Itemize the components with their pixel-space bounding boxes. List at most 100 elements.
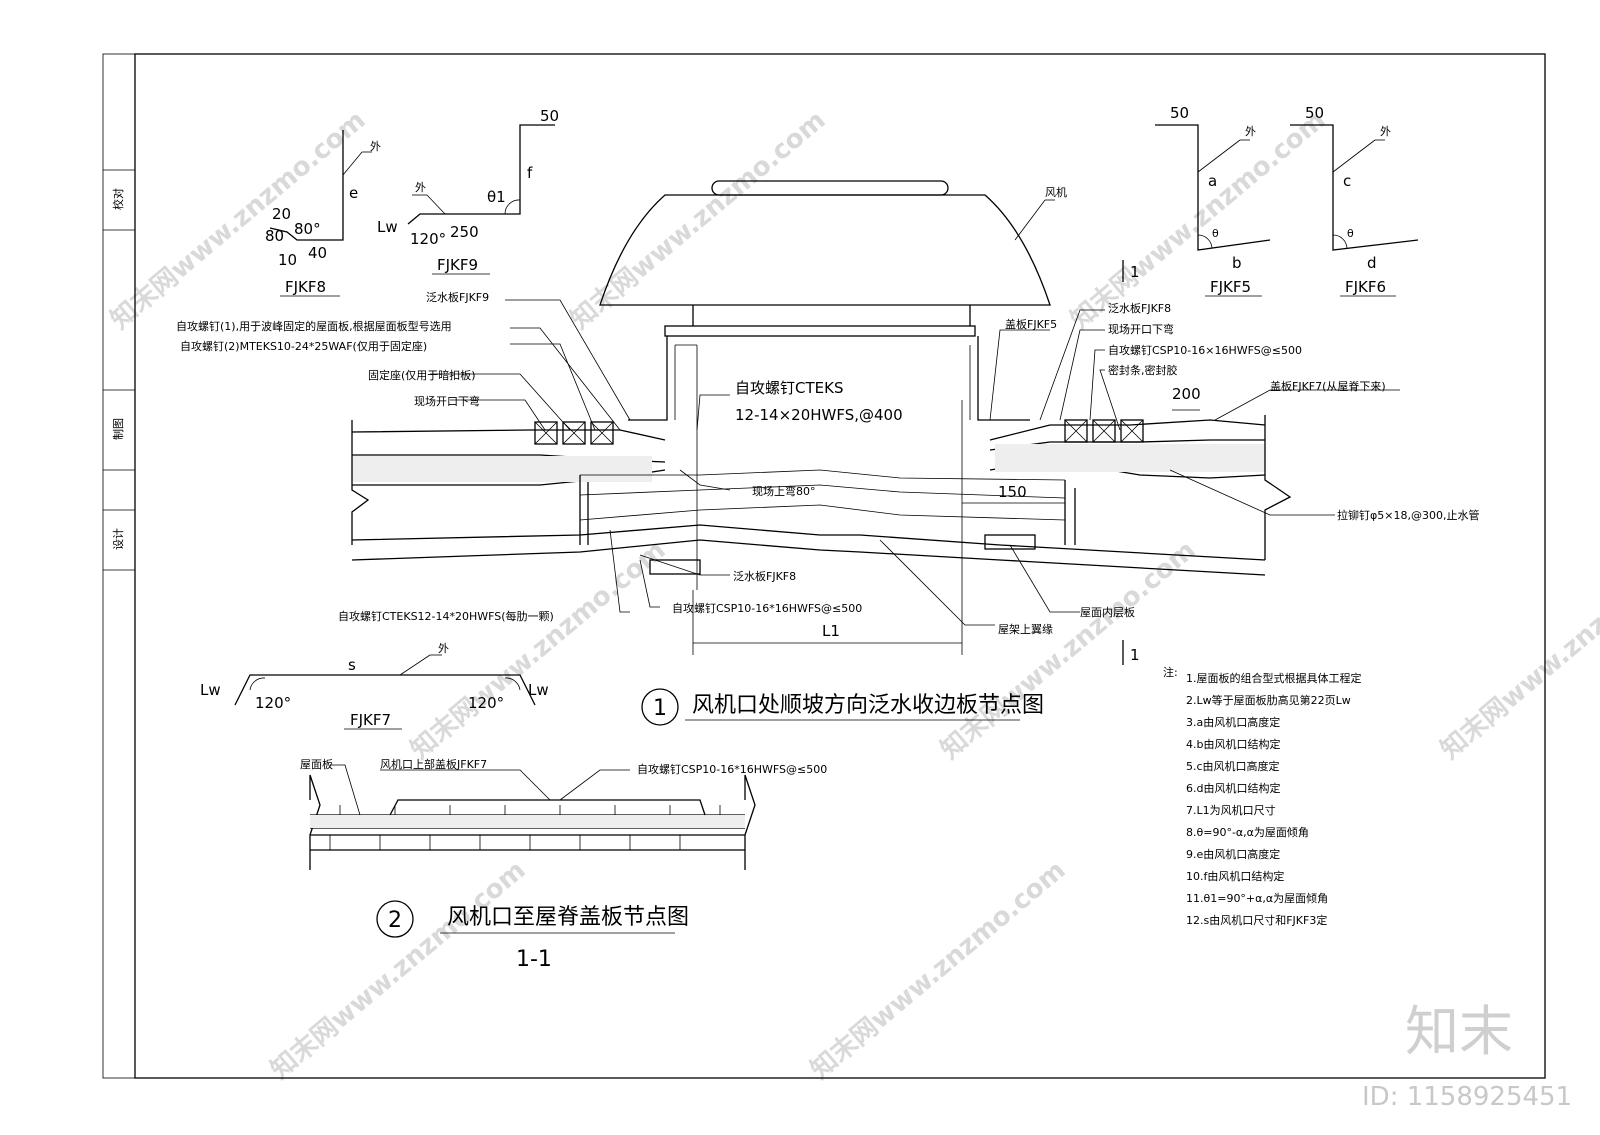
watermark-layer: 知末网www.znzmo.com 知末网www.znzmo.com 知末网www… [105,105,1600,1085]
fjkf5-name: FJKF5 [1210,278,1251,296]
fan-hood [599,194,1051,306]
label-screw-bottom-left: 自攻螺钉CTEKS12-14*20HWFS(每肋一颗) [338,609,554,623]
note-item: 1.屋面板的组合型式根据具体工程定 [1186,671,1362,685]
fixing-seats-left [534,421,614,445]
fjkf8-80deg: 80° [294,220,321,238]
dim-200: 200 [1172,385,1201,403]
detail2-section: 1-1 [516,947,552,972]
label-flashing-fjkf9: 泛水板FJKF9 [426,290,489,304]
note-item: 7.L1为风机口尺寸 [1186,803,1276,817]
label-seal: 密封条,密封胶 [1108,363,1178,377]
watermark-text: 知末网www.znzmo.com [1435,535,1600,765]
label-field-bend-down-right: 现场开口下弯 [1108,322,1174,336]
id-watermark: ID: 1158925451 [1362,1082,1572,1112]
fjkf6-d: d [1367,254,1377,272]
profile-fjkf6: 外 50 c θ d FJKF6 [1290,104,1419,297]
watermark-text: 知末网www.znzmo.com [265,855,531,1085]
fjkf8-out: 外 [370,140,381,153]
note-item: 11.θ1=90°+α,α为屋面倾角 [1186,892,1328,905]
profile-fjkf7: 外 s Lw 120° 120° Lw FJKF7 [200,642,549,730]
detail1-number-circle [641,688,679,726]
fjkf8-e: e [349,184,358,202]
fjkf5-a: a [1208,172,1217,190]
detail2-label-panel: 屋面板 [300,757,333,771]
dim-150: 150 [998,483,1027,501]
label-screw-csp-right: 自攻螺钉CSP10-16×16HWFS@≤500 [1108,343,1302,357]
fjkf8-20: 20 [272,205,291,223]
title-block: 校对 制图 设计 [103,169,135,571]
section-mark-top: 1 [1130,263,1140,281]
fjkf6-c: c [1343,172,1351,190]
fjkf6-name: FJKF6 [1345,278,1386,296]
fjkf7-out: 外 [438,642,449,655]
detail1-title: 风机口处顺坡方向泛水收边板节点图 [692,693,1044,718]
detail1-drawing: L1 150 200 1 1 风机 自攻螺钉(1 [176,180,1479,726]
note-item: 3.a由风机口高度定 [1186,715,1280,729]
label-flashing-fjkf8-bottom: 泛水板FJKF8 [733,569,796,583]
fjkf6-50: 50 [1305,104,1324,122]
fjkf9-lw: Lw [377,218,398,236]
fjkf7-name: FJKF7 [350,711,391,729]
profile-fjkf5: 外 50 a θ b FJKF5 [1155,104,1271,297]
detail2-label-cover: 风机口上部盖板JFKF7 [380,757,487,771]
watermark-text: 知末网www.znzmo.com [565,105,831,335]
brand-watermark: 知末 [1405,1000,1513,1063]
label-fixing-seat: 固定座(仅用于暗扣板) [368,368,476,382]
inner-frame [134,53,1546,1079]
detail2-number: 2 [388,908,402,933]
watermark-text: 知末网www.znzmo.com [805,855,1071,1085]
fjkf7-120-left: 120° [255,694,291,712]
note-item: 4.b由风机口结构定 [1186,737,1280,751]
outer-frame [102,53,1546,1079]
fjkf5-out: 外 [1245,125,1256,138]
note-item: 10.f由风机口结构定 [1186,869,1284,883]
fjkf5-theta: θ [1212,227,1219,240]
fjkf9-f: f [527,164,533,182]
fjkf9-name: FJKF9 [437,256,478,274]
label-screw-2: 自攻螺钉(2)MTEKS10-24*25WAF(仅用于固定座) [180,339,427,353]
title-cell-design: 设计 [112,528,125,550]
label-field-bend-down-left: 现场开口下弯 [414,394,480,408]
fjkf7-120-right: 120° [468,694,504,712]
fjkf8-80: 80 [265,227,284,245]
detail1-number: 1 [653,696,667,721]
fjkf9-theta1: θ1 [487,188,506,206]
note-item: 8.θ=90°-α,α为屋面倾角 [1186,826,1309,839]
label-screw-cteks-1: 自攻螺钉CTEKS [735,379,843,397]
fjkf8-40: 40 [308,244,327,262]
note-item: 6.d由风机口结构定 [1186,781,1280,795]
fjkf6-out: 外 [1380,125,1391,138]
fjkf6-theta: θ [1347,227,1354,240]
notes: 注: 1.屋面板的组合型式根据具体工程定 2.Lw等于屋面板肋高见第22页Lw … [1163,665,1362,927]
notes-heading: 注: [1163,665,1178,679]
label-screw-1: 自攻螺钉(1),用于波峰固定的屋面板,根据屋面板型号选用 [176,319,452,333]
title-cell-draw: 制图 [112,418,125,440]
fjkf5-b: b [1232,254,1242,272]
note-item: 5.c由风机口高度定 [1186,759,1280,773]
label-inner-panel: 屋面内层板 [1080,605,1135,619]
watermark-text: 知末网www.znzmo.com [105,105,371,335]
label-field-bend-up: 现场上弯80° [752,484,816,498]
fjkf9-50: 50 [540,107,559,125]
section-mark-bottom: 1 [1130,646,1140,664]
fjkf9-120: 120° [410,230,446,248]
fixing-seats-right [1064,419,1144,443]
note-item: 12.s由风机口尺寸和FJKF3定 [1186,913,1327,927]
note-item: 9.e由风机口高度定 [1186,847,1280,861]
fan-label: 风机 [1045,185,1067,199]
fjkf7-lw-left: Lw [200,681,221,699]
label-rivet: 拉铆钉φ5×18,@300,止水管 [1337,508,1479,522]
label-cover-fjkf7: 盖板FJKF7(从屋脊下来) [1270,379,1386,393]
label-screw-cteks-2: 12-14×20HWFS,@400 [735,406,903,424]
note-item: 2.Lw等于屋面板肋高见第22页Lw [1186,693,1351,707]
profile-fjkf8: 外 e 20 80° 80 10 40 FJKF8 [265,130,381,297]
label-flashing-fjkf8-right: 泛水板FJKF8 [1108,301,1171,315]
profile-fjkf9: 外 50 f θ1 Lw 120° 250 FJKF9 [377,107,559,275]
fjkf9-250: 250 [450,223,479,241]
detail2-number-circle [376,900,414,938]
label-purlin: 屋架上翼缘 [998,623,1053,636]
fjkf8-10: 10 [278,251,297,269]
title-cell-check: 校对 [111,188,125,210]
dim-l1: L1 [822,622,840,640]
